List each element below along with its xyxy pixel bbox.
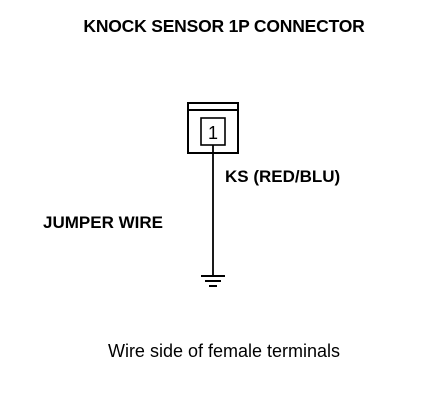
diagram-caption: Wire side of female terminals	[107, 341, 341, 361]
jumper-wire-label: JUMPER WIRE	[43, 213, 163, 232]
terminal-number: 1	[208, 123, 218, 143]
ground-icon	[201, 275, 225, 287]
wire-label-ks: KS (RED/BLU)	[225, 167, 341, 186]
diagram-title: KNOCK SENSOR 1P CONNECTOR	[83, 16, 365, 36]
